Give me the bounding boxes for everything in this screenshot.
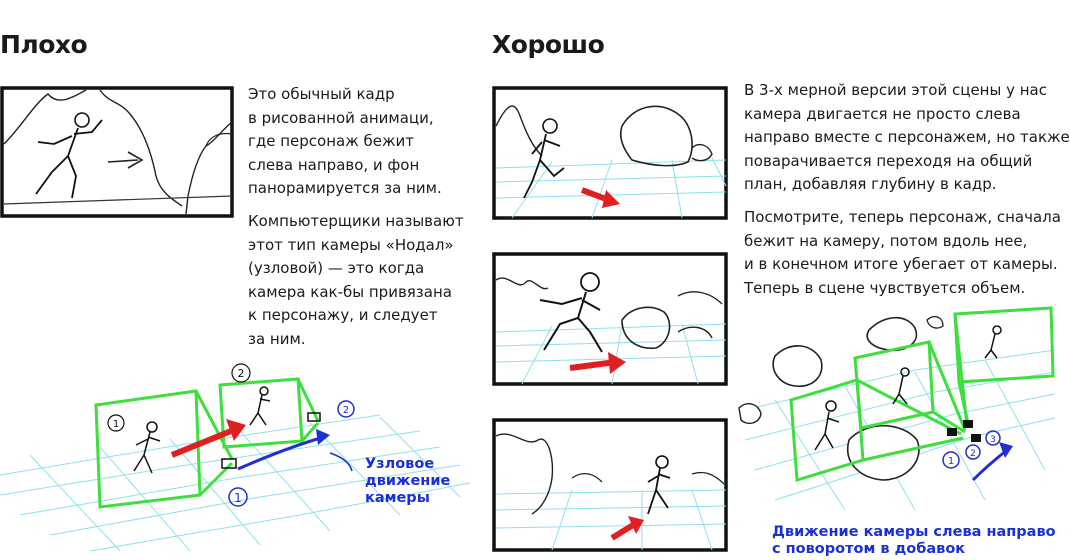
svg-text:3: 3	[990, 435, 996, 445]
bad-marker-1-icon: 1	[108, 415, 124, 431]
good-paragraph-2: Посмотрите, теперь персонаж, сначала беж…	[744, 208, 1061, 297]
bad-paragraph-1: Это обычный кадр в рисованной анимаци, г…	[248, 85, 442, 197]
bad-camera-frustum-2	[220, 379, 318, 447]
svg-text:1: 1	[234, 491, 242, 505]
bad-ground-grid	[0, 415, 470, 551]
bad-nodal-diagram: 1 2 2 1	[0, 355, 470, 555]
svg-text:2: 2	[343, 405, 349, 416]
svg-text:2: 2	[970, 449, 976, 459]
good-marker-2-icon: 2	[966, 445, 980, 459]
good-heading: Хорошо	[492, 30, 605, 59]
bad-marker-2-camera-icon: 2	[338, 401, 354, 417]
bad-blue-arrow	[238, 437, 324, 469]
svg-text:1: 1	[113, 419, 119, 430]
good-storyboard-frame-3	[492, 418, 730, 554]
bad-storyboard-frame	[0, 86, 236, 220]
bad-heading: Плохо	[0, 30, 88, 59]
bad-diagram-caption: Узловое движение камеры	[365, 456, 451, 506]
good-marker-1-icon: 1	[943, 452, 959, 468]
bad-red-arrow	[172, 429, 236, 455]
bad-marker-2-icon: 2	[232, 364, 250, 382]
svg-text:1: 1	[948, 456, 954, 467]
bad-camera-frustum-1	[96, 391, 232, 507]
svg-text:2: 2	[238, 367, 245, 380]
good-storyboard-frame-1	[492, 86, 730, 222]
good-camera-frustums	[791, 308, 1053, 480]
good-marker-3-icon: 3	[986, 431, 1000, 445]
good-blue-arrow	[973, 450, 1007, 480]
good-diagram-caption: Движение камеры слева направо с поворото…	[772, 524, 1056, 557]
bad-paragraph-2: Компьютерщики называют этот тип камеры «…	[248, 212, 464, 348]
bad-marker-1-camera-icon: 1	[229, 488, 247, 506]
good-storyboard-frame-2	[492, 252, 730, 388]
good-paragraph-1: В 3-х мерной версии этой сцены у нас кам…	[744, 81, 1070, 193]
good-rotation-diagram: 1 2 3	[735, 300, 1065, 520]
